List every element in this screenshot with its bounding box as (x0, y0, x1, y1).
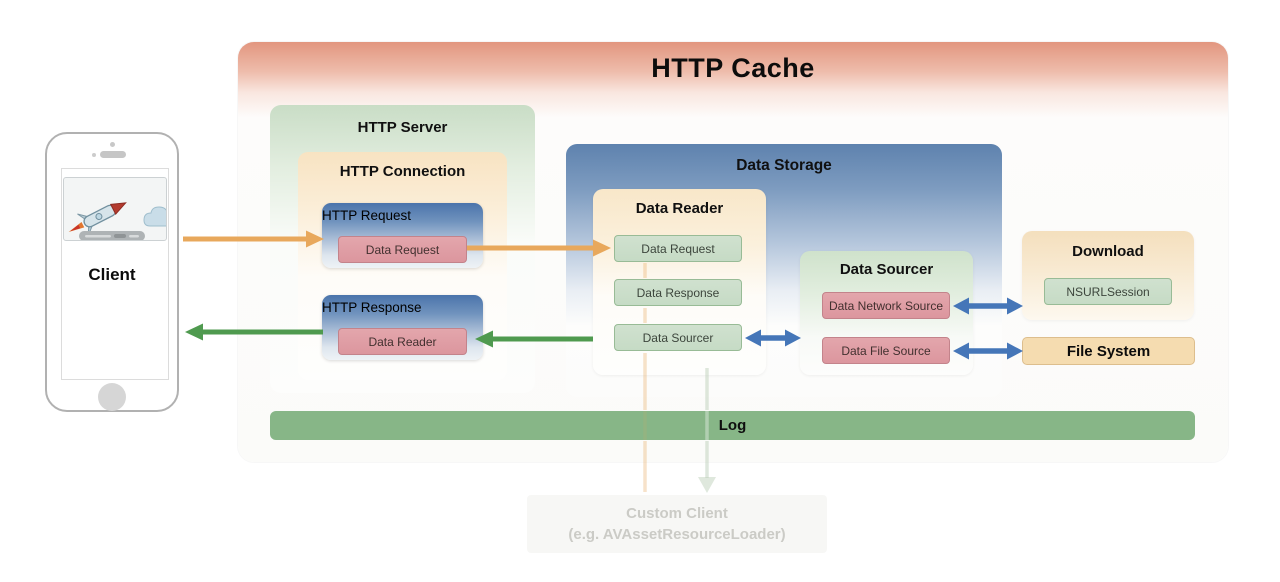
video-player-controls (79, 231, 145, 240)
video-thumbnail (63, 177, 167, 241)
data-network-source-chip: Data Network Source (822, 292, 950, 319)
client-label: Client (88, 265, 136, 284)
data-file-source-chip: Data File Source (822, 337, 950, 364)
phone-camera-icon (110, 142, 115, 147)
log-bar: Log (270, 411, 1195, 440)
download-title: Download (1072, 243, 1144, 260)
custom-client-line1: Custom Client (626, 505, 728, 522)
http-connection-title: HTTP Connection (339, 163, 466, 180)
storage-data-request-chip: Data Request (614, 235, 742, 262)
phone-speaker-icon (100, 151, 126, 158)
download-box: Download (1022, 231, 1194, 320)
storage-data-response-chip: Data Response (614, 279, 742, 306)
cloud-icon (143, 206, 166, 227)
http-cache-title: HTTP Cache (651, 53, 815, 83)
phone-sensor-icon (92, 153, 96, 157)
data-request-chip: Data Request (338, 236, 467, 263)
phone-home-button (98, 383, 126, 411)
storage-data-sourcer-chip: Data Sourcer (614, 324, 742, 351)
http-request-title: HTTP Request (322, 208, 412, 223)
rocket-icon (68, 202, 166, 240)
data-sourcer-title: Data Sourcer (839, 261, 934, 278)
custom-client-line2: (e.g. AVAssetResourceLoader) (568, 526, 786, 543)
custom-client-box: Custom Client (e.g. AVAssetResourceLoade… (527, 495, 827, 553)
file-system-box: File System (1022, 337, 1195, 365)
nsurlsession-chip: NSURLSession (1044, 278, 1172, 305)
data-reader-chip: Data Reader (338, 328, 467, 355)
data-storage-title: Data Storage (736, 157, 832, 174)
http-server-title: HTTP Server (357, 119, 448, 136)
data-reader-title: Data Reader (635, 200, 724, 217)
http-response-title: HTTP Response (322, 300, 422, 315)
